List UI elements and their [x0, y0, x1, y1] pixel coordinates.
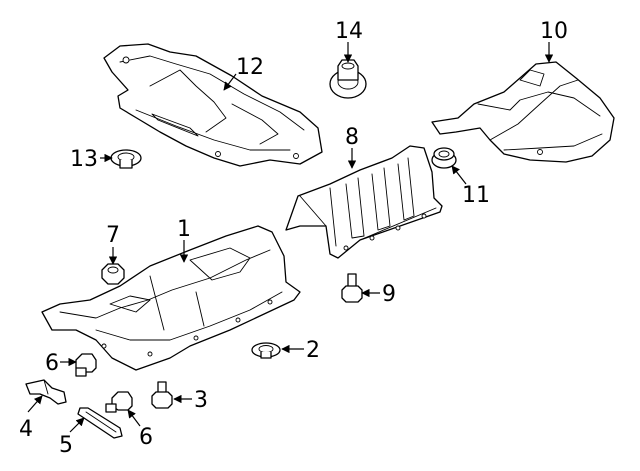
leader-6b — [127, 409, 141, 427]
callout-8: 8 — [345, 125, 359, 150]
clip-part-13 — [110, 149, 142, 169]
callout-5: 5 — [59, 433, 73, 458]
callout-labels: 1 2 3 4 5 6 6 7 8 9 10 11 12 13 14 — [19, 19, 568, 458]
bolt-part-6-lower — [105, 391, 133, 413]
callout-7: 7 — [106, 223, 120, 248]
callout-9: 9 — [382, 282, 396, 307]
callout-13: 13 — [70, 147, 98, 172]
bolt-part-3 — [151, 381, 173, 409]
bracket-part-4 — [25, 379, 67, 405]
callout-3: 3 — [194, 388, 208, 413]
leader-lines — [27, 42, 554, 433]
clip-part-2 — [251, 342, 281, 359]
heat-shield-part-1 — [41, 225, 301, 371]
callout-12: 12 — [236, 55, 264, 80]
callout-4: 4 — [19, 417, 33, 442]
callout-11: 11 — [462, 183, 490, 208]
retainer-clip-part-14 — [329, 59, 367, 99]
leader-11 — [451, 165, 467, 185]
bracket-part-5 — [77, 407, 123, 439]
bolt-part-6-upper — [75, 353, 97, 377]
leader-12 — [223, 73, 237, 91]
callout-1: 1 — [177, 217, 191, 242]
callout-14: 14 — [335, 19, 363, 44]
push-nut-part-11 — [431, 147, 457, 169]
heat-shield-part-10 — [431, 61, 615, 163]
callout-6-upper: 6 — [45, 351, 59, 376]
callout-10: 10 — [540, 19, 568, 44]
heat-shield-part-12 — [103, 43, 323, 167]
callout-2: 2 — [306, 338, 320, 363]
leader-5 — [69, 417, 85, 433]
bolt-part-9 — [341, 273, 363, 303]
heat-shield-part-8 — [285, 145, 443, 259]
leader-4 — [27, 395, 43, 413]
callout-6-lower: 6 — [139, 425, 153, 450]
nut-part-7 — [101, 263, 125, 285]
